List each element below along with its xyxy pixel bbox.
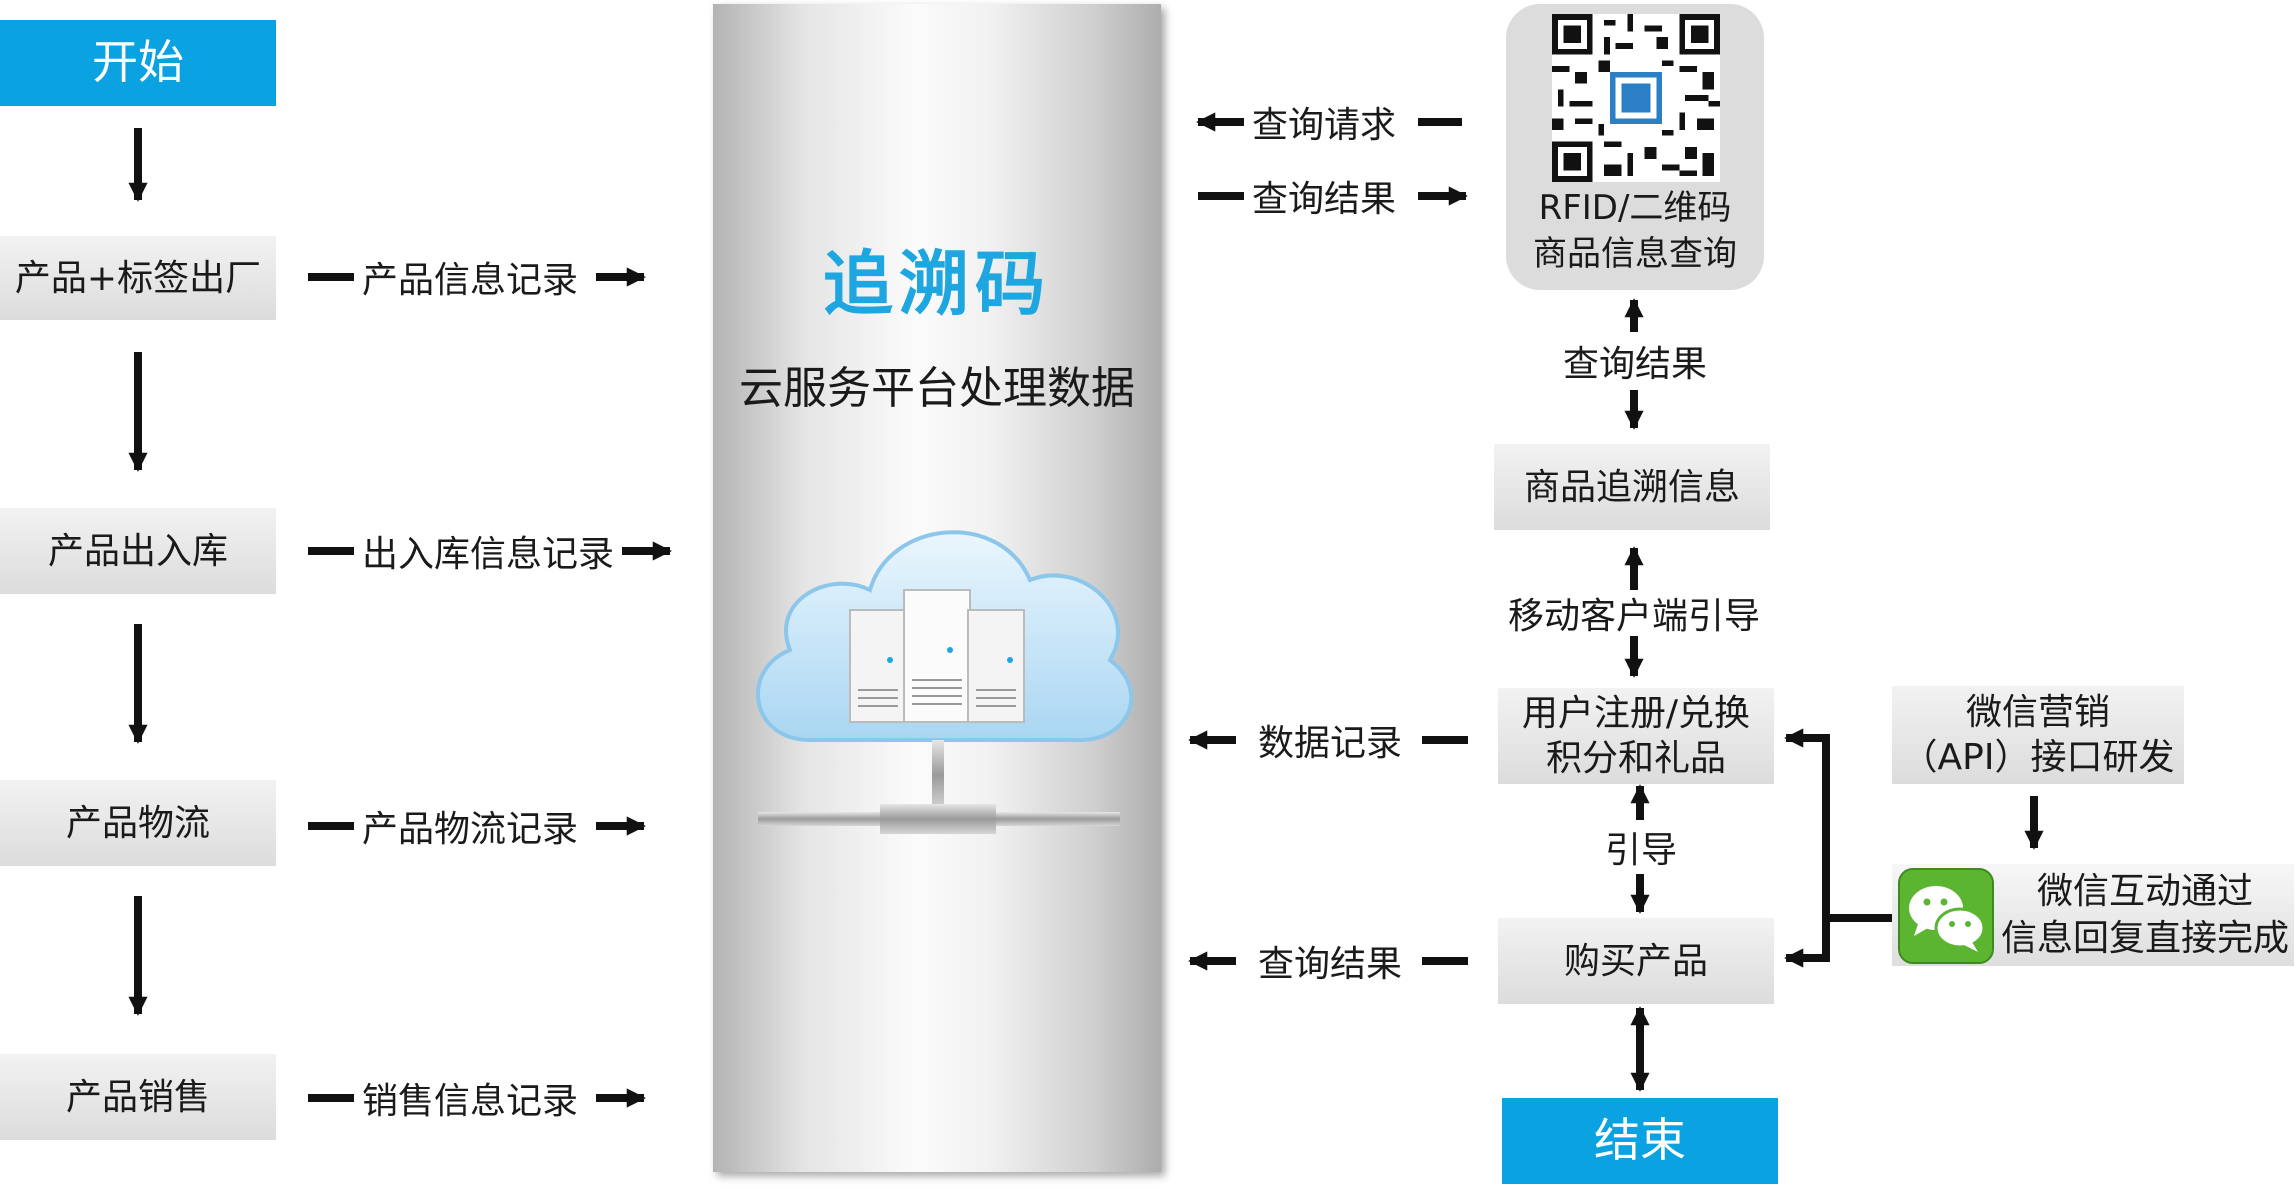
- record-warehouse-info: 出入库信息记录: [362, 534, 615, 575]
- wechat-api-line1: 微信营销: [1965, 692, 2110, 733]
- end-label: 结束: [1594, 1113, 1686, 1168]
- qr-query-label: RFID/二维码 商品信息查询: [1506, 186, 1764, 278]
- platform-title: 追溯码: [823, 243, 1051, 325]
- register-line1: 用户注册/兑换: [1521, 693, 1751, 734]
- step-sales-label: 产品销售: [65, 1076, 210, 1118]
- step-warehouse: 产品出入库: [0, 508, 276, 594]
- step-logistics-label: 产品物流: [65, 802, 210, 844]
- step-warehouse-label: 产品出入库: [47, 530, 228, 572]
- label-data-record: 数据记录: [1258, 723, 1403, 764]
- label-guide: 引导: [1604, 830, 1677, 871]
- register-line2: 积分和礼品: [1545, 738, 1726, 779]
- qr-code-icon: [1552, 14, 1720, 182]
- trace-info-box: 商品追溯信息: [1494, 444, 1770, 530]
- platform-subtitle: 云服务平台处理数据: [739, 363, 1135, 414]
- label-qr-result: 查询结果: [1562, 344, 1707, 385]
- wechat-icon: [1898, 868, 1994, 964]
- label-mobile-guide: 移动客户端引导: [1508, 596, 1761, 637]
- purchase-box: 购买产品: [1498, 918, 1774, 1004]
- label-query-result-bottom: 查询结果: [1258, 944, 1403, 985]
- trace-info-label: 商品追溯信息: [1523, 466, 1740, 508]
- qr-label-line1: RFID/二维码: [1538, 188, 1732, 228]
- wechat-interact-text: 微信互动通过 信息回复直接完成: [2000, 868, 2290, 964]
- step-factory: 产品+标签出厂: [0, 236, 276, 320]
- start-node: 开始: [0, 20, 276, 106]
- step-sales: 产品销售: [0, 1054, 276, 1140]
- wechat-api-box: 微信营销 （API）接口研发: [1892, 686, 2184, 784]
- wechat-interact-line1: 微信互动通过: [2036, 871, 2253, 913]
- label-query-result-top: 查询结果: [1252, 179, 1397, 220]
- record-sales-info: 销售信息记录: [362, 1081, 579, 1122]
- label-query-request: 查询请求: [1252, 105, 1397, 146]
- start-label: 开始: [92, 35, 184, 90]
- wechat-api-line2: （API）接口研发: [1901, 737, 2175, 778]
- register-box: 用户注册/兑换 积分和礼品: [1498, 688, 1774, 784]
- qr-label-line2: 商品信息查询: [1533, 233, 1737, 274]
- step-logistics: 产品物流: [0, 780, 276, 866]
- wechat-interact-line2: 信息回复直接完成: [2000, 918, 2289, 959]
- cloud-server-icon: [755, 530, 1134, 834]
- record-product-info: 产品信息记录: [362, 260, 579, 301]
- record-logistics-info: 产品物流记录: [362, 809, 579, 850]
- step-factory-label: 产品+标签出厂: [14, 257, 262, 299]
- purchase-label: 购买产品: [1563, 940, 1708, 982]
- end-node: 结束: [1502, 1098, 1778, 1184]
